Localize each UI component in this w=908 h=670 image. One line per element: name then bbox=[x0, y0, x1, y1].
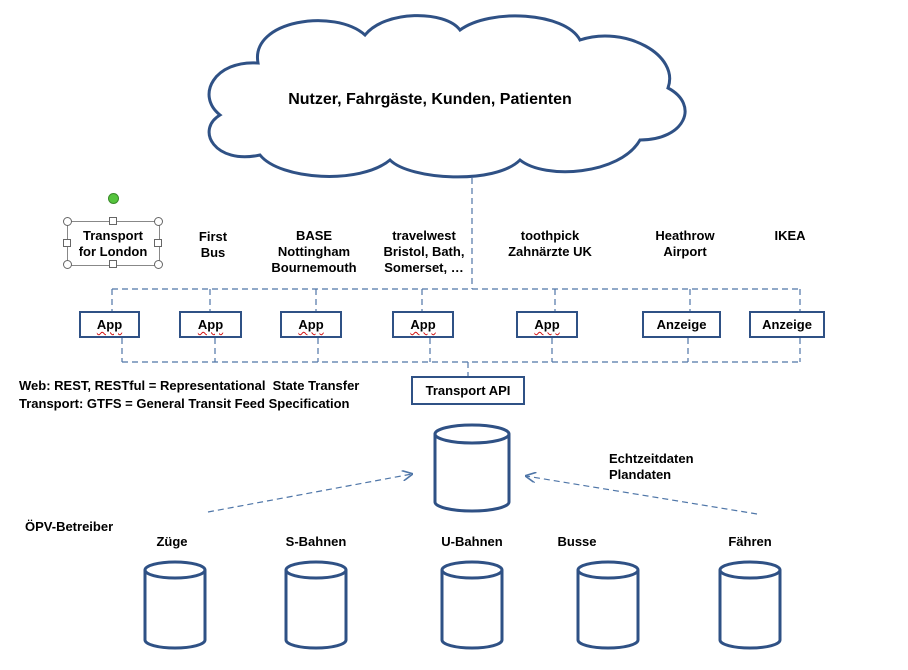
operator-label-ubahnen: U-Bahnen bbox=[441, 534, 503, 549]
client-app-5: App bbox=[516, 311, 578, 338]
operator-db-faehren bbox=[718, 560, 782, 650]
rotation-handle[interactable] bbox=[108, 193, 119, 204]
user-cloud-shape bbox=[207, 14, 687, 179]
transport-api-box: Transport API bbox=[411, 376, 525, 405]
operator-label-zuege: Züge bbox=[156, 534, 188, 549]
operator-db-busse bbox=[576, 560, 640, 650]
operator-label-faehren: Fähren bbox=[728, 534, 772, 549]
client-display-2: Anzeige bbox=[749, 311, 825, 338]
provider-ikea: IKEA bbox=[774, 228, 806, 243]
operator-databases bbox=[143, 560, 782, 650]
operators-title: ÖPV-Betreiber bbox=[25, 519, 114, 534]
resize-handle-se[interactable] bbox=[154, 260, 163, 269]
data-flow-arrows bbox=[207, 474, 758, 515]
operator-db-sbahnen bbox=[284, 560, 348, 650]
cloud-label: Nutzer, Fahrgäste, Kunden, Patienten bbox=[288, 91, 572, 108]
provider-toothpick: toothpick Zahnärzte UK bbox=[508, 228, 592, 259]
central-database bbox=[433, 423, 511, 513]
operator-db-zuege bbox=[143, 560, 207, 650]
resize-handle-s[interactable] bbox=[109, 260, 117, 268]
resize-handle-e[interactable] bbox=[154, 239, 162, 247]
client-display-1: Anzeige bbox=[642, 311, 721, 338]
resize-handle-sw[interactable] bbox=[63, 260, 72, 269]
client-app-2: App bbox=[179, 311, 242, 338]
provider-first-bus: First Bus bbox=[198, 229, 228, 260]
provider-heathrow: Heathrow Airport bbox=[655, 228, 715, 259]
provider-travelwest: travelwest Bristol, Bath, Somerset, … bbox=[383, 228, 465, 275]
client-app-4: App bbox=[392, 311, 454, 338]
operator-label-sbahnen: S-Bahnen bbox=[285, 534, 347, 549]
client-app-1: App bbox=[79, 311, 140, 338]
arrow-operators-to-db-left bbox=[207, 474, 412, 513]
note-web-rest: Web: REST, RESTful = Representational St… bbox=[19, 378, 360, 393]
client-app-3: App bbox=[280, 311, 342, 338]
resize-handle-nw[interactable] bbox=[63, 217, 72, 226]
provider-tfl[interactable]: Transport for London bbox=[78, 228, 148, 259]
operator-db-ubahnen bbox=[440, 560, 504, 650]
resize-handle-n[interactable] bbox=[109, 217, 117, 225]
provider-base: BASE Nottingham Bournemouth bbox=[271, 228, 357, 275]
data-types-label: Echtzeitdaten Plandaten bbox=[609, 451, 694, 482]
note-transport-gtfs: Transport: GTFS = General Transit Feed S… bbox=[19, 396, 350, 411]
client-connectors bbox=[111, 178, 801, 376]
arrow-operators-to-db-right bbox=[526, 476, 758, 515]
resize-handle-ne[interactable] bbox=[154, 217, 163, 226]
resize-handle-w[interactable] bbox=[63, 239, 71, 247]
operator-label-busse: Busse bbox=[557, 534, 597, 549]
